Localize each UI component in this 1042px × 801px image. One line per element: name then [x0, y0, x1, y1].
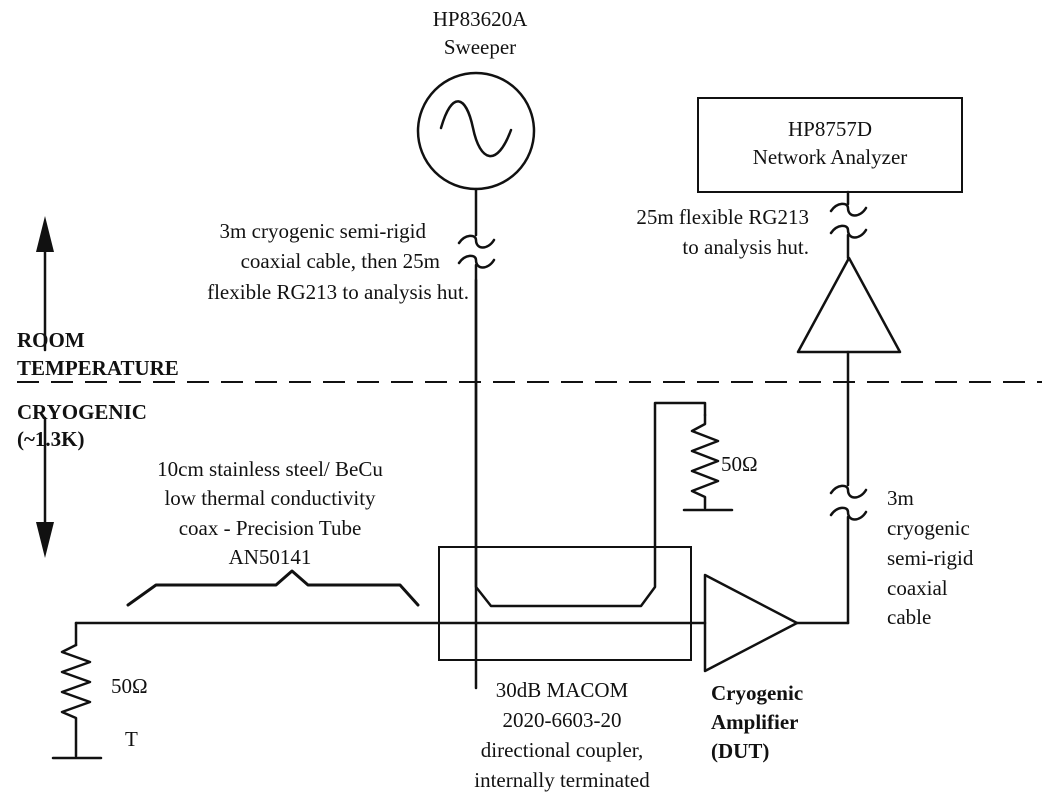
- output-cable-break-icon: [829, 484, 868, 521]
- down-arrow-icon: [36, 416, 54, 558]
- dut-line-3: (DUT): [711, 739, 769, 763]
- left-cable-line-3: flexible RG213 to analysis hut.: [207, 280, 469, 304]
- left-cable-line-2: coaxial cable, then 25m: [241, 249, 440, 273]
- input-termination-sub: T: [125, 727, 138, 751]
- network-analyzer-box: [697, 97, 963, 193]
- output-cable-line-3: semi-rigid: [887, 546, 974, 570]
- output-cable-line-4: coaxial: [887, 576, 948, 600]
- coupler-coupled-line: [474, 278, 707, 608]
- cryo-zone-line-2: (~1.3K): [17, 427, 85, 451]
- room-zone-line-1: ROOM: [17, 328, 85, 352]
- sweeper-source-icon: [416, 71, 536, 191]
- cryo-zone-line-1: CRYOGENIC: [17, 400, 147, 424]
- coupler-line-3: directional coupler,: [481, 738, 643, 762]
- output-cable-line-2: cryogenic: [887, 516, 970, 540]
- dut-line-2: Amplifier: [711, 710, 798, 734]
- up-arrow-icon: [36, 216, 54, 352]
- analyzer-cable-break-icon: [829, 202, 868, 239]
- analyzer-model-label: HP8757D: [788, 117, 872, 141]
- stainless-coax-bracket: [126, 569, 420, 607]
- stainless-line-2: low thermal conductivity: [164, 486, 376, 510]
- stainless-line-1: 10cm stainless steel/ BeCu: [157, 457, 383, 481]
- stainless-line-3: coax - Precision Tube: [179, 516, 362, 540]
- stainless-line-4: AN50141: [229, 545, 312, 569]
- coupler-line-1: 30dB MACOM: [496, 678, 629, 702]
- coupler-termination-label: 50Ω: [721, 452, 758, 476]
- input-termination-resistor-icon: [60, 643, 92, 758]
- output-cable-line-1: 3m: [887, 486, 914, 510]
- dut-line-1: Cryogenic: [711, 681, 803, 705]
- sweeper-model-label: HP83620A: [433, 7, 528, 31]
- dut-amplifier-icon: [703, 573, 799, 673]
- analyzer-name-label: Network Analyzer: [753, 145, 908, 169]
- sweeper-coax-break-icon: [457, 234, 496, 269]
- room-temp-amplifier-icon: [796, 256, 902, 354]
- coupler-line-2: 2020-6603-20: [503, 708, 622, 732]
- right-cable-line-1: 25m flexible RG213: [636, 205, 809, 229]
- room-zone-line-2: TEMPERATURE: [17, 356, 179, 380]
- directional-coupler-box: [438, 546, 692, 661]
- coupler-termination-resistor-icon: [690, 413, 720, 510]
- output-cable-line-5: cable: [887, 605, 931, 629]
- right-cable-line-2: to analysis hut.: [682, 235, 809, 259]
- left-cable-line-1: 3m cryogenic semi-rigid: [220, 219, 427, 243]
- coupler-line-4: internally terminated: [474, 768, 650, 792]
- input-termination-label: 50Ω: [111, 674, 148, 698]
- sweeper-name-label: Sweeper: [444, 35, 516, 59]
